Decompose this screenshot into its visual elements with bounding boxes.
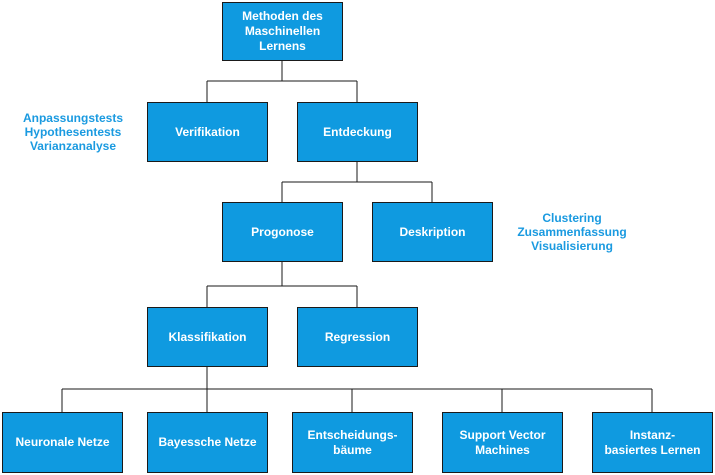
annotation-verifikation-methods: Anpassungstests Hypothesentests Varianza…	[22, 111, 124, 153]
node-instanzbasiertes-lernen: Instanz- basiertes Lernen	[592, 412, 713, 473]
node-progonose: Progonose	[222, 202, 343, 262]
node-verifikation: Verifikation	[147, 102, 268, 162]
node-regression: Regression	[297, 307, 418, 367]
annotation-deskription-methods: Clustering Zusammenfassung Visualisierun…	[517, 211, 627, 253]
node-entscheidungsbaeume: Entscheidungs- bäume	[292, 412, 413, 473]
node-support-vector-machines: Support Vector Machines	[442, 412, 563, 473]
node-bayessche-netze: Bayessche Netze	[147, 412, 268, 473]
node-neuronale-netze: Neuronale Netze	[2, 412, 123, 473]
node-root: Methoden des Maschinellen Lernens	[222, 2, 343, 61]
node-entdeckung: Entdeckung	[297, 102, 418, 162]
node-klassifikation: Klassifikation	[147, 307, 268, 367]
node-deskription: Deskription	[372, 202, 493, 262]
